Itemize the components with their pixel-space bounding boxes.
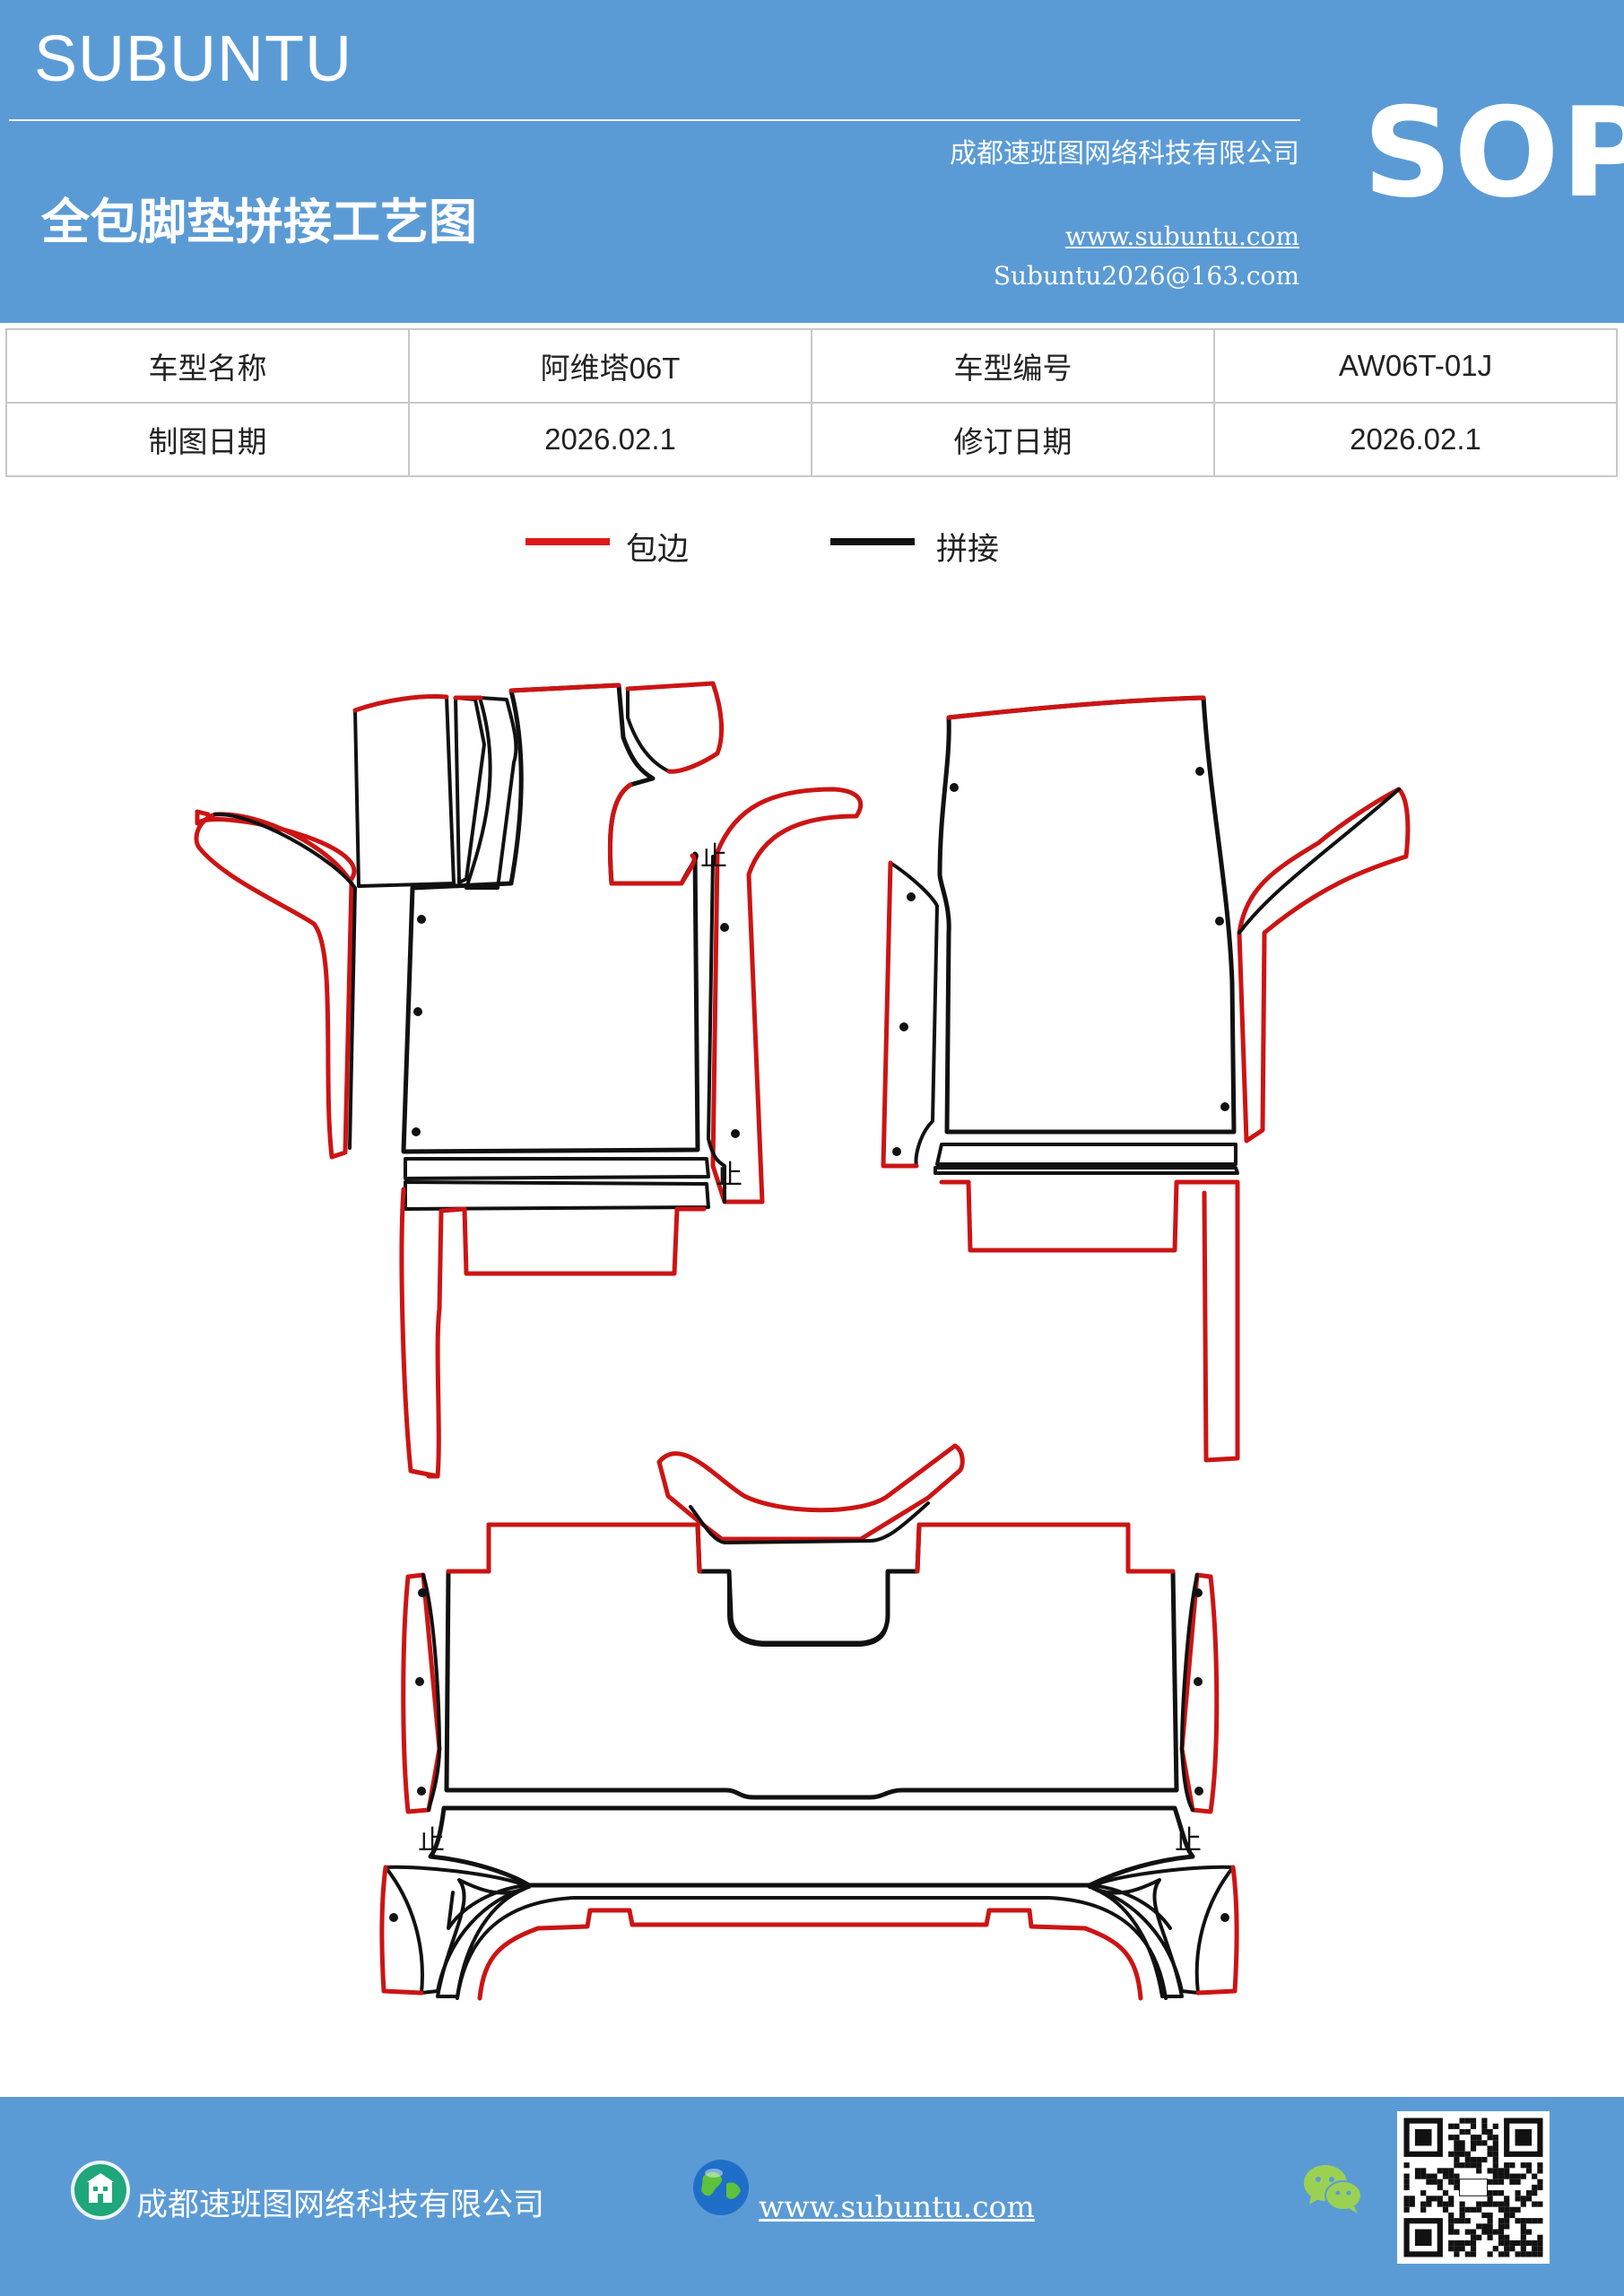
stud-dot (417, 915, 426, 924)
stud-dot (417, 1787, 426, 1796)
stud-dot (1194, 1787, 1203, 1796)
piece-fr-side-strip (1237, 787, 1411, 1144)
piece-rear-corner-left-2 (436, 1878, 526, 1998)
piece-rear-left-strip (401, 1572, 442, 1814)
building-icon (71, 2161, 130, 2220)
piece-left-side-strip (194, 812, 354, 1160)
info-label-cell: 车型编号 (811, 328, 1215, 404)
floor-mat-diagram: 止 止 止 止 (194, 681, 1411, 2001)
footer-company-name: 成都速班图网络科技有限公司 (136, 2187, 545, 2223)
stud-dots (389, 767, 1229, 1922)
piece-rear-lower-band (428, 1805, 1195, 1888)
piece-rear-main-edge (446, 1522, 1176, 1574)
info-label-cell: 修订日期 (811, 402, 1215, 477)
piece-rear-corner-right-2 (1092, 1878, 1184, 1998)
legend-edge-swatch (525, 538, 610, 545)
info-label-cell: 车型名称 (5, 328, 410, 404)
seam-fl-door-strip (707, 855, 726, 1204)
piece-fr-band-2 (934, 1166, 1239, 1175)
globe-icon (693, 2160, 749, 2215)
brand-name: SUBUNTU (34, 23, 353, 95)
stud-dot (1220, 1102, 1229, 1111)
piece-front-right-main (937, 695, 1237, 1135)
piece-fl-band-2 (404, 1180, 710, 1211)
piece-fl-door-strip (710, 787, 864, 1205)
legend-edge-label: 包边 (626, 532, 690, 568)
stud-dot (907, 892, 916, 901)
footer-website-link[interactable]: www.subuntu.com (759, 2189, 1035, 2224)
stud-dot (1220, 1913, 1229, 1922)
sop-badge: SOP (1363, 81, 1624, 225)
stud-dot (418, 1588, 427, 1597)
stud-dot (899, 1022, 908, 1031)
piece-fl-top-b (454, 696, 486, 884)
piece-rear-corner-right (1088, 1865, 1235, 1995)
stop-marker: 止 (700, 841, 727, 873)
stud-dot (415, 1677, 424, 1686)
stud-dot (1215, 917, 1224, 926)
header-divider (9, 119, 1300, 121)
piece-fl-top-a-edge (352, 694, 449, 713)
stop-markers: 止 止 止 止 (418, 841, 1202, 1857)
piece-front-left-main-edge (508, 683, 621, 693)
piece-front-right-main-edge (946, 695, 1206, 720)
piece-rear-bottom-main (447, 1883, 1172, 1930)
legend-seam-label: 拼接 (936, 532, 1000, 568)
stud-dot (720, 923, 729, 932)
piece-rear-bottom-edge (477, 1908, 1143, 2001)
stud-dot (1194, 1588, 1203, 1597)
legend-seam-swatch (830, 538, 915, 545)
stud-dot (412, 1127, 421, 1136)
piece-rear-corner-left (384, 1865, 531, 1995)
info-value-cell: AW06T-01J (1213, 328, 1618, 404)
seam-rear-right-strip (1180, 1573, 1199, 1812)
piece-fr-left-strip (881, 861, 939, 1168)
document-title: 全包脚垫拼接工艺图 (41, 193, 477, 250)
stud-dot (389, 1913, 398, 1922)
piece-fl-band (404, 1157, 710, 1180)
stud-dot (731, 1129, 740, 1138)
piece-fl-top-c (465, 696, 518, 890)
info-value-cell: 2026.02.1 (408, 402, 812, 477)
stop-marker: 止 (418, 1825, 445, 1857)
header-email[interactable]: Subuntu2026@163.com (993, 261, 1299, 291)
stud-dot (1194, 1677, 1203, 1686)
header-banner (0, 0, 1624, 323)
seam-fr-side-strip (1238, 787, 1401, 935)
piece-rear-cutout (727, 1570, 890, 1647)
piece-rear-corner-left-edge (379, 1865, 424, 1996)
stud-dot (1195, 767, 1204, 776)
piece-fr-band (935, 1143, 1238, 1166)
header-website-link[interactable]: www.subuntu.com (1064, 222, 1299, 251)
wechat-icon[interactable] (1302, 2161, 1365, 2215)
piece-rear-bottom-seam (456, 1896, 1168, 2000)
stud-dot (413, 1007, 422, 1016)
info-label-cell: 制图日期 (5, 402, 410, 477)
piece-fr-left-strip-edge (881, 860, 919, 1169)
stop-marker: 止 (716, 1160, 743, 1191)
legend: 包边 拼接 (0, 518, 1624, 581)
seam-left-side-strip (213, 812, 357, 1150)
piece-fr-bottom-u (939, 1179, 1240, 1463)
seam-rear-tunnel-top (689, 1501, 930, 1544)
qr-code[interactable] (1397, 2111, 1550, 2264)
stud-dot (950, 783, 959, 792)
piece-front-left-notch-edge (607, 782, 697, 886)
piece-rear-main (444, 1522, 1179, 1800)
piece-rear-corner-right-edge (1195, 1865, 1239, 1996)
piece-rear-right-strip (1179, 1572, 1220, 1814)
piece-fl-top-a (353, 694, 456, 888)
stop-marker: 止 (1175, 1825, 1202, 1857)
seam-rear-left-strip (421, 1573, 441, 1812)
piece-fl-tab-edge (625, 681, 725, 774)
stud-dot (892, 1147, 901, 1156)
info-value-cell: 2026.02.1 (1213, 402, 1618, 477)
header-company-name: 成都速班图网络科技有限公司 (950, 138, 1299, 170)
info-value-cell: 阿维塔06T (408, 328, 812, 404)
piece-fl-bottom-u (399, 1187, 707, 1479)
